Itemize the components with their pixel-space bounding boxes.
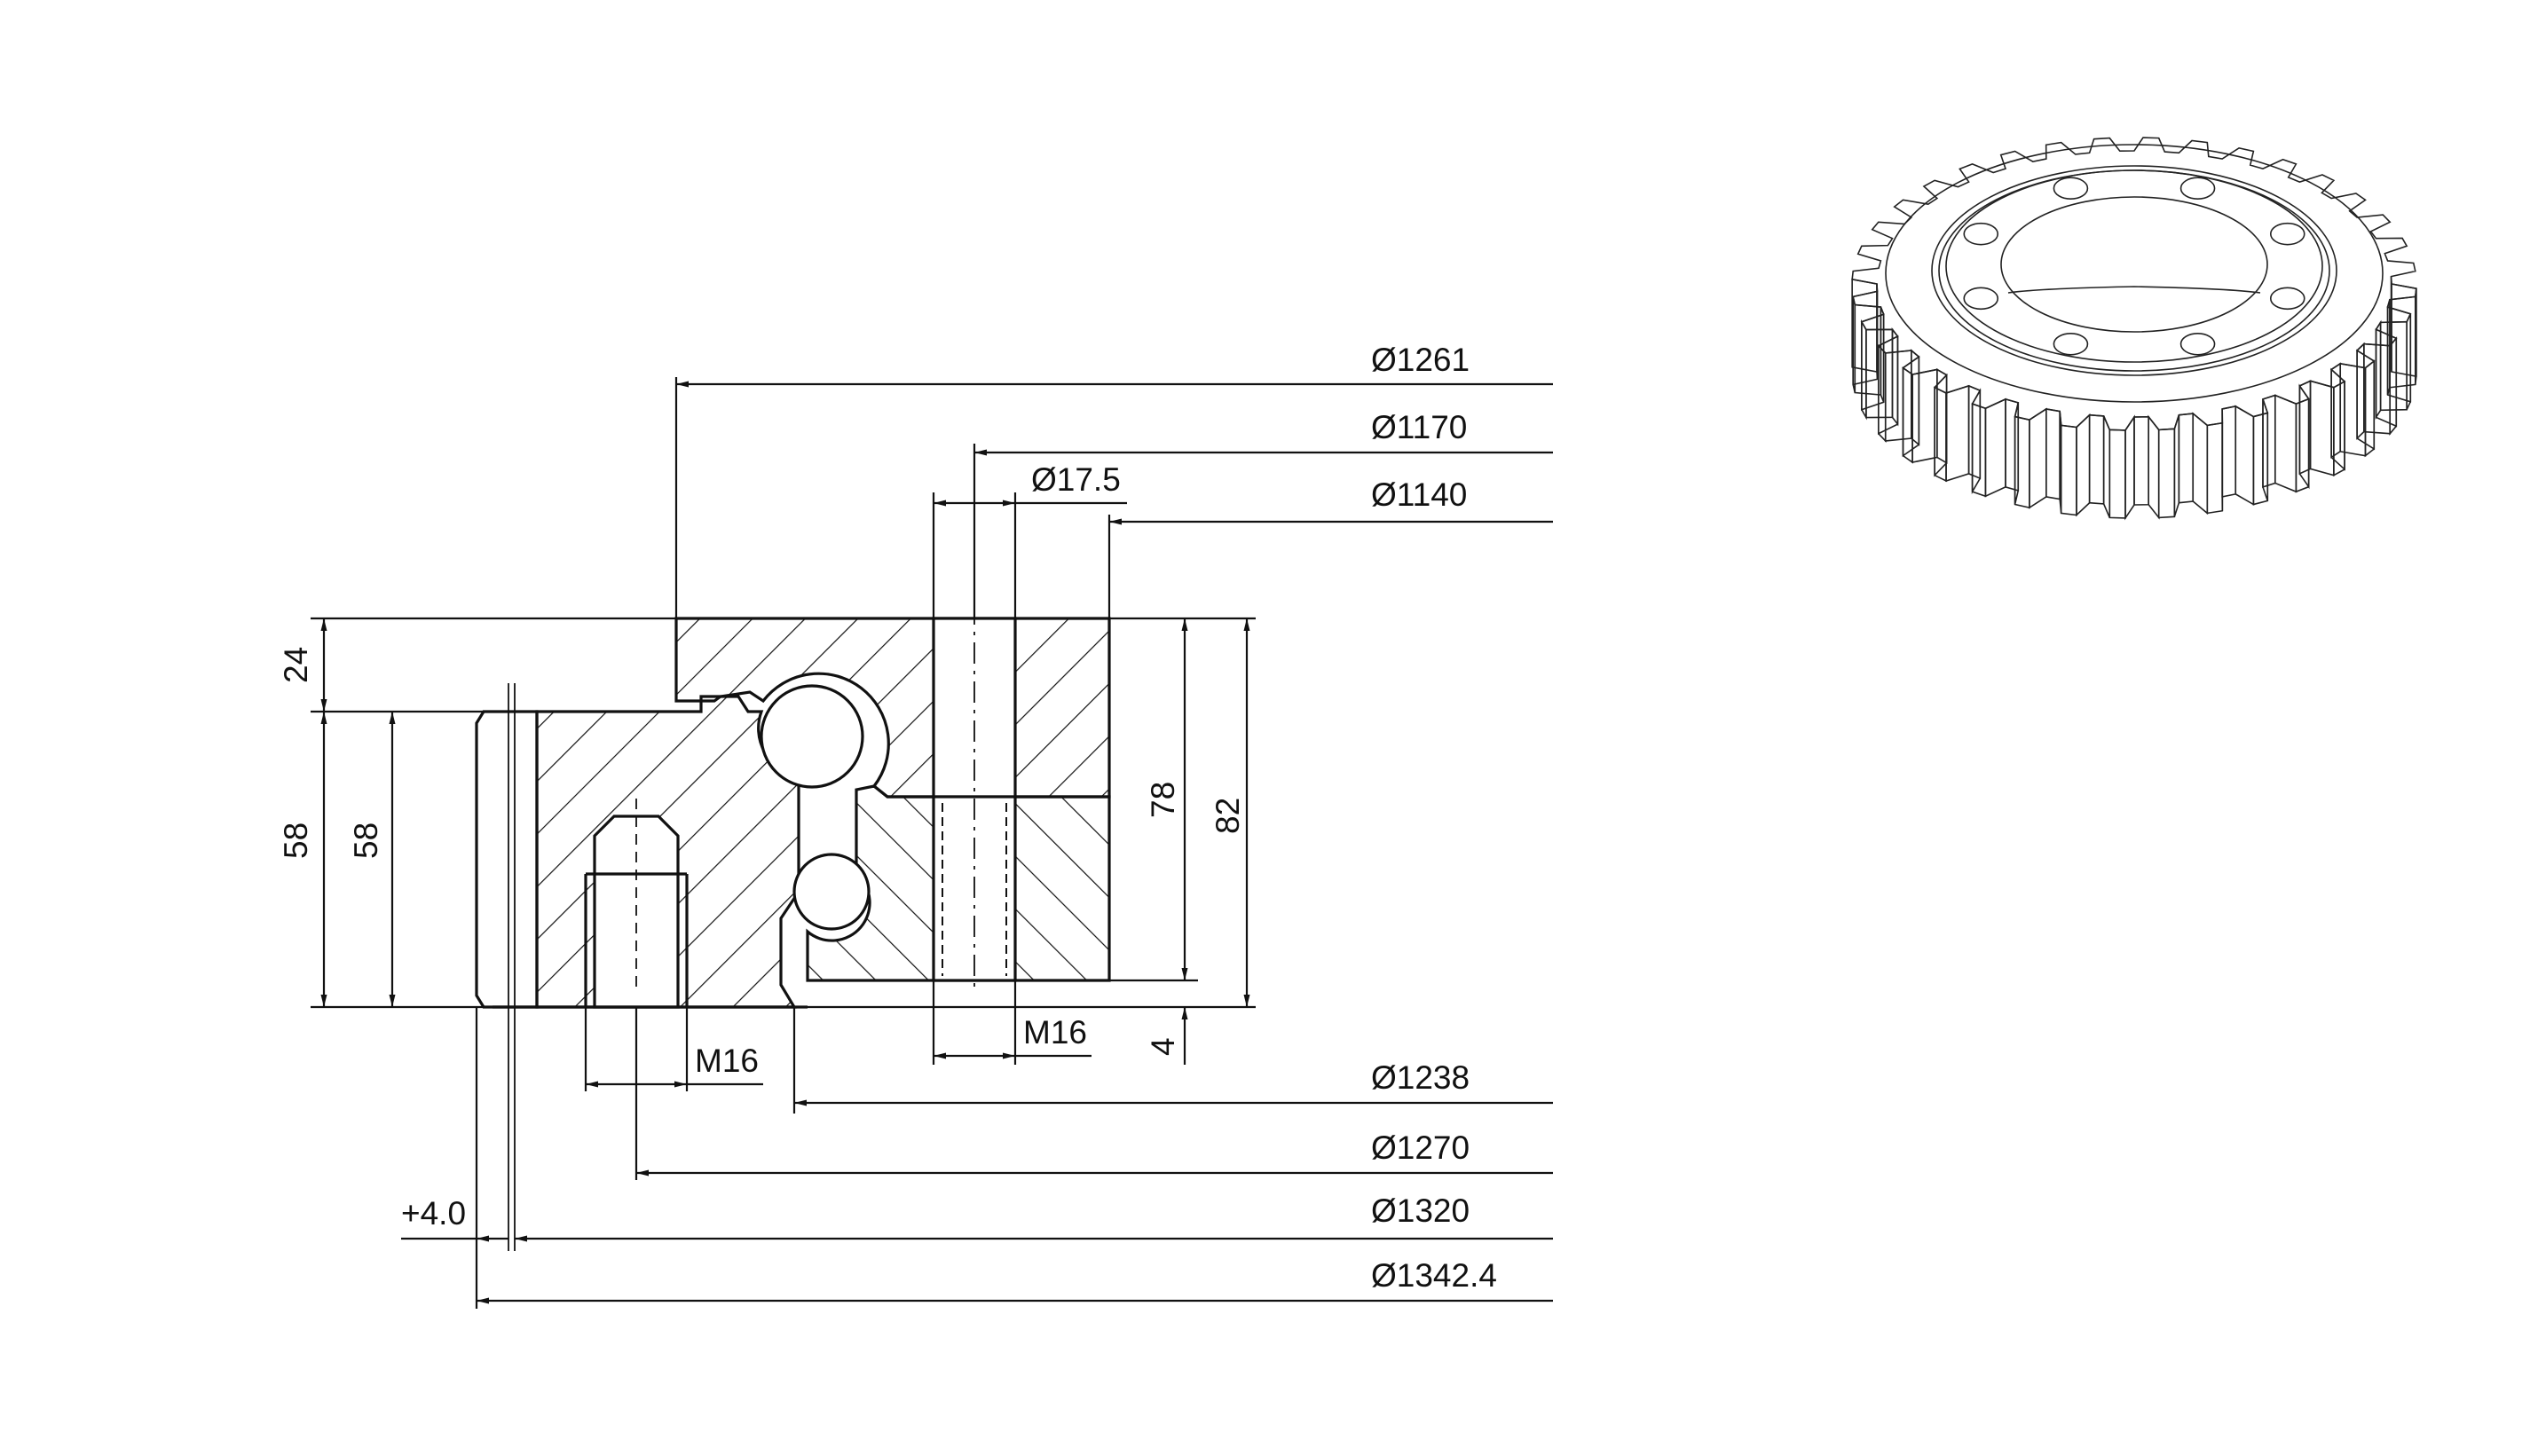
label-d1270: Ø1270	[1371, 1129, 1470, 1166]
bolt-hole	[2179, 332, 2216, 356]
label-h78: 78	[1145, 782, 1181, 818]
label-d1238: Ø1238	[1371, 1059, 1470, 1096]
gear-tooth-face	[2133, 415, 2149, 506]
gear-tooth-face	[2124, 414, 2135, 521]
bolt-hole	[2269, 222, 2305, 246]
label-d1342: Ø1342.4	[1371, 1257, 1497, 1294]
bore-inner-wall	[2007, 286, 2261, 294]
bolt-hole	[1963, 222, 1999, 246]
bolt-hole	[2269, 287, 2305, 311]
label-d1170: Ø1170	[1371, 409, 1467, 445]
label-h58-outer: 58	[278, 822, 314, 859]
gear-tooth-face	[1945, 384, 1970, 483]
gear-tooth-face	[2148, 414, 2160, 520]
label-m16-left: M16	[695, 1043, 759, 1079]
gear-tooth-face	[2045, 408, 2061, 500]
gear-tooth-face	[1971, 403, 1987, 498]
isometric-gear-view	[1851, 137, 2417, 521]
gear-tooth-face	[2330, 362, 2342, 459]
dimension-labels: Ø1261 Ø1170 Ø17.5 Ø1140 Ø1238 Ø1270 Ø132…	[278, 342, 1497, 1294]
gear-tooth-face	[2060, 424, 2077, 516]
outer-ring-section	[475, 710, 539, 1009]
gear-tooth-face	[1851, 278, 1878, 373]
bolt-holes	[1963, 177, 2305, 356]
gear-tooth-face	[2206, 421, 2224, 515]
label-d1320: Ø1320	[1371, 1192, 1470, 1229]
gear-tooth-face	[2364, 359, 2376, 458]
label-h4: 4	[1145, 1037, 1181, 1056]
gear-tooth-face	[2178, 413, 2195, 504]
gear-tooth-face	[2157, 428, 2176, 519]
ball-upper	[760, 684, 864, 789]
label-h82: 82	[1210, 798, 1246, 834]
ball-lower	[792, 853, 871, 931]
gear-tooth-face	[2356, 342, 2365, 440]
gear-tooth-face	[2309, 380, 2335, 476]
bearing-cross-section	[475, 603, 1111, 1251]
label-m16-right: M16	[1023, 1014, 1087, 1051]
dimension-lines	[311, 377, 1553, 1309]
gear-tooth-face	[1911, 368, 1938, 464]
label-h58-inner: 58	[348, 822, 384, 859]
label-d1140: Ø1140	[1371, 476, 1467, 513]
inner-ring-face	[1945, 169, 2323, 363]
gear-tooth-face	[2192, 412, 2209, 516]
gear-tooth-face	[2274, 394, 2297, 493]
bolt-hole	[1963, 287, 1999, 311]
gear-tooth-face	[2234, 405, 2255, 506]
label-h24: 24	[278, 647, 314, 683]
inner-ring-outer-edge	[1931, 165, 2337, 376]
gear-tooth-face	[2108, 429, 2126, 519]
bolt-hole	[2053, 332, 2089, 356]
gear-tooth-face	[2029, 407, 2047, 509]
gear-tooth-face	[2252, 412, 2269, 506]
gear-tooth-face	[2076, 413, 2091, 517]
gear-tooth-face	[1877, 343, 1887, 443]
label-d1261: Ø1261	[1371, 342, 1470, 378]
gear-tooth-face	[2221, 405, 2237, 498]
label-tolerance: +4.0	[401, 1195, 466, 1232]
bore-edge	[2000, 196, 2268, 333]
label-d17-5: Ø17.5	[1031, 461, 1121, 498]
gear-tooth-face	[2088, 413, 2105, 505]
gear-top-face	[1885, 144, 2384, 403]
gear-tooth-face	[2102, 415, 2111, 518]
gear-tooth-face	[2262, 394, 2276, 488]
gear-teeth-front	[1851, 276, 2417, 521]
bolt-hole	[2179, 177, 2216, 201]
gear-tooth-face	[1891, 327, 1899, 427]
gear-tooth-face	[1984, 397, 2006, 498]
bolt-hole	[2053, 177, 2089, 201]
